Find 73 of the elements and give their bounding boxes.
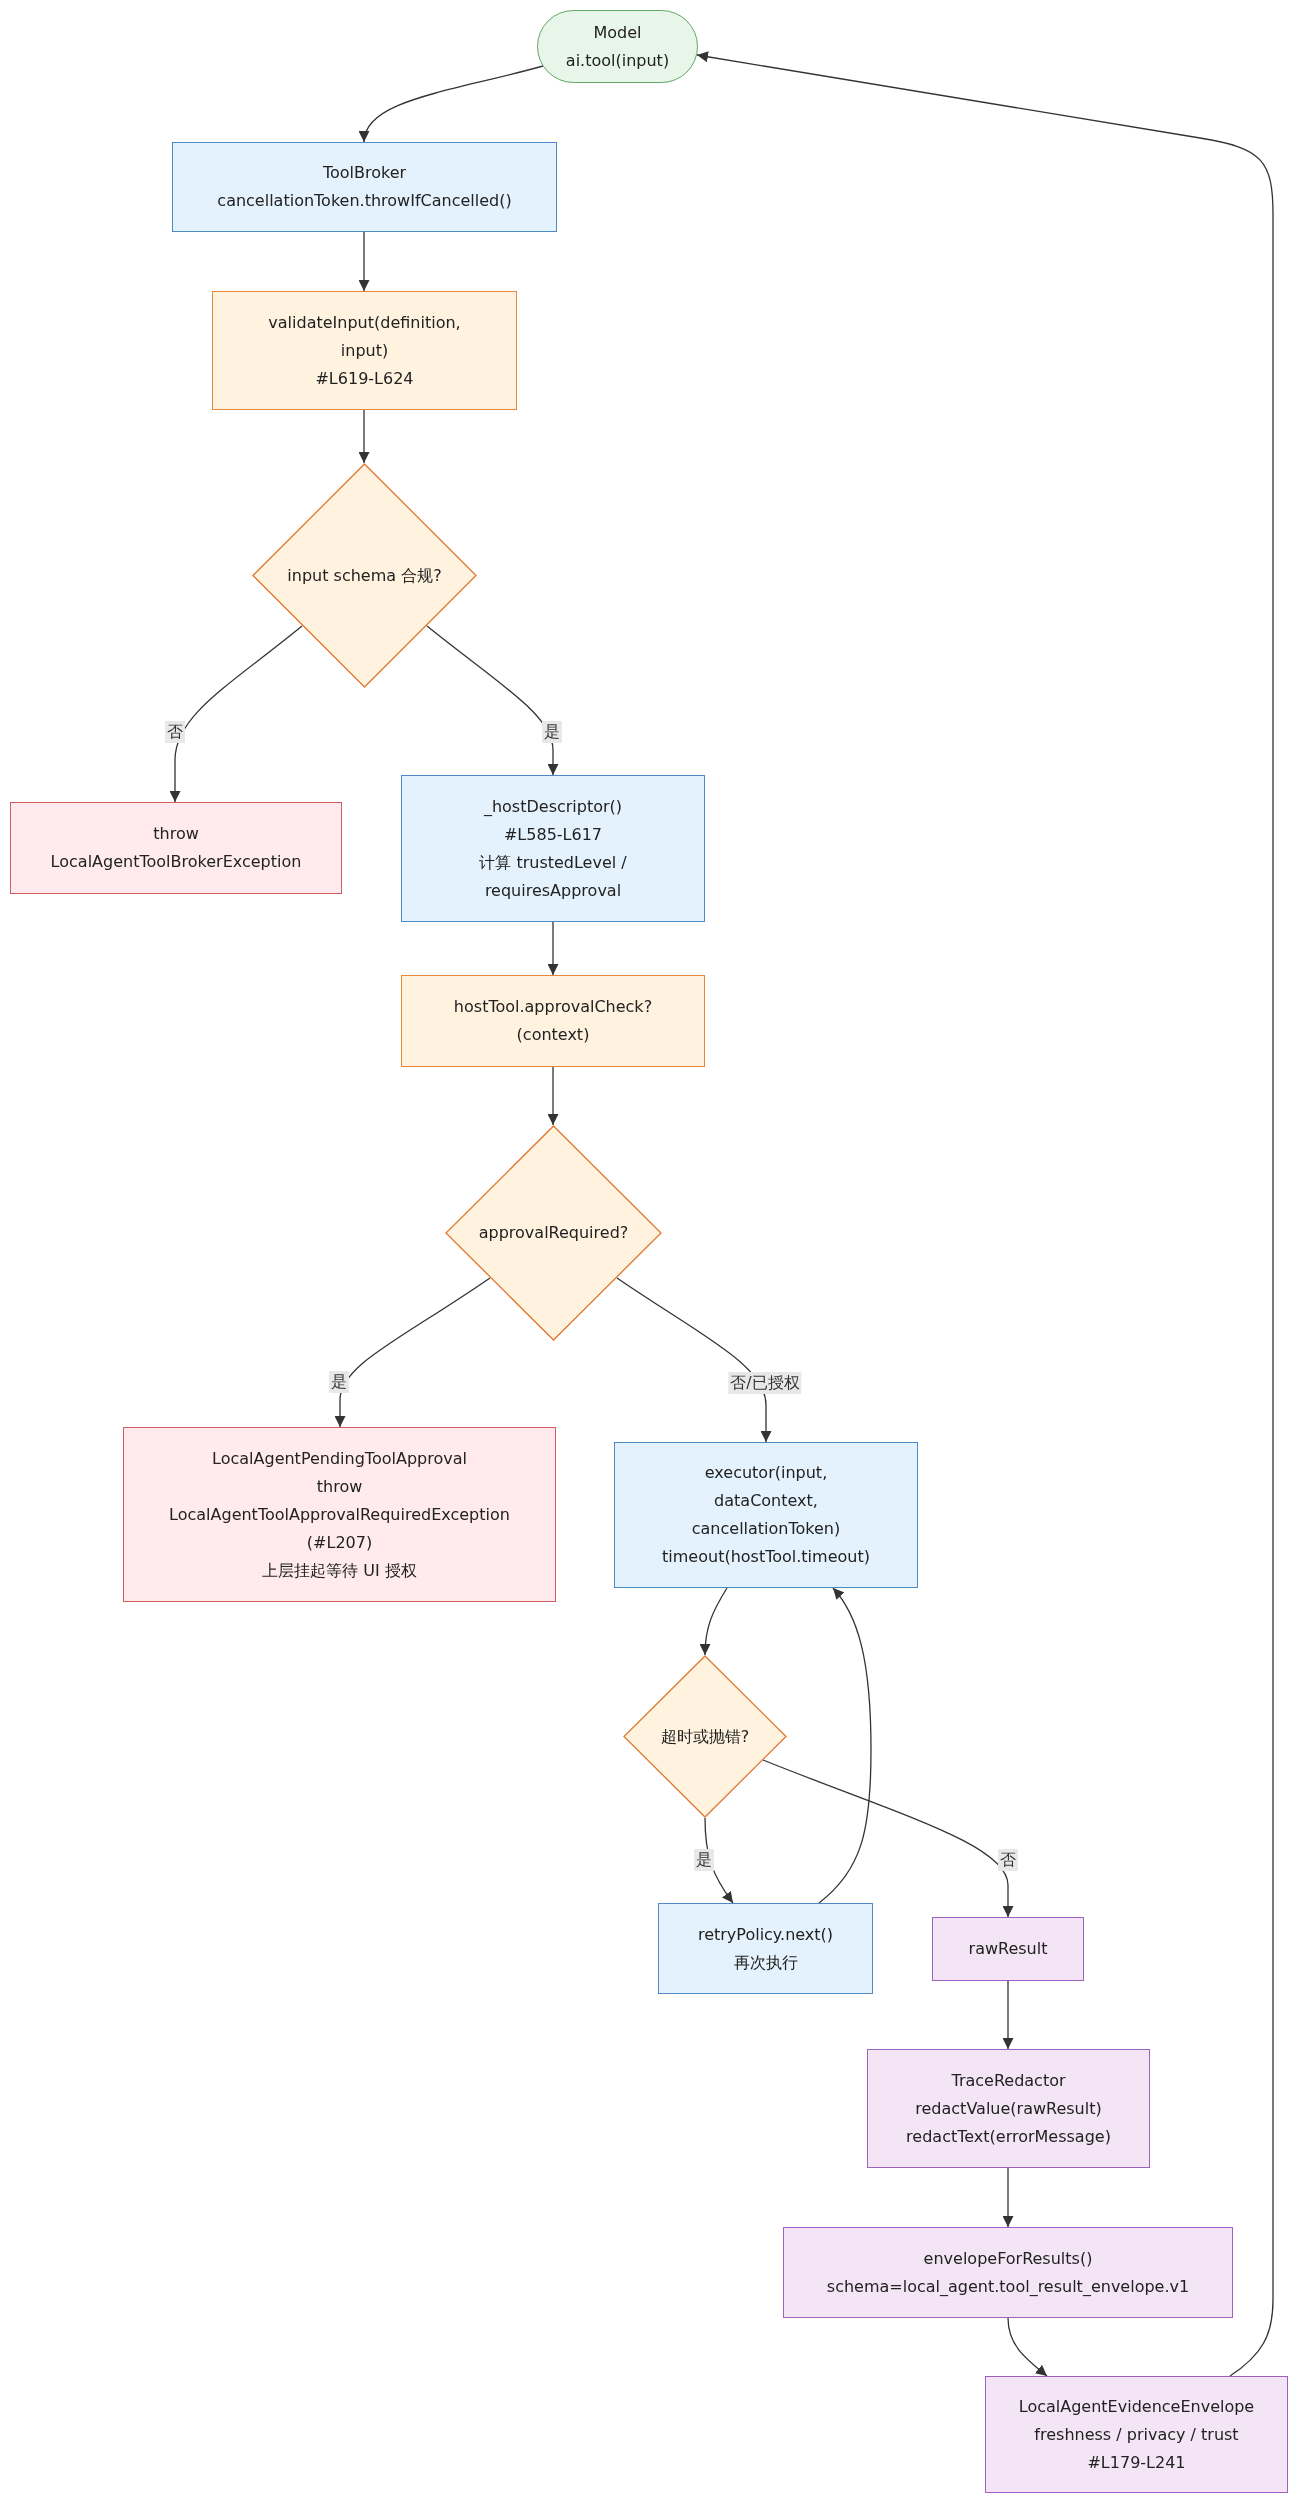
arrow [696, 51, 1274, 2377]
step-text: schema=local_agent.tool_result_envelope.v1 [826, 2276, 1190, 2296]
step-text: 再次执行 [733, 1952, 798, 1972]
step-text: (context) [516, 1025, 590, 1044]
step-text: retryPolicy.next() [697, 1924, 834, 1944]
step-text: 计算 trustedLevel / requiresApproval [479, 852, 627, 900]
step-text: envelopeForResults() [923, 2248, 1093, 2268]
error-box [123, 1427, 556, 1602]
edge-label: 是 [694, 1849, 714, 1871]
decision-diamond [623, 1655, 787, 1818]
process-box [932, 1917, 1084, 1981]
step-text: rawResult [968, 1939, 1048, 1958]
arrow [426, 625, 559, 776]
arrow [1007, 2317, 1048, 2377]
step-text: ai.tool(input) [565, 50, 670, 70]
process-box [614, 1442, 918, 1588]
step-text: cancellationToken.throwIfCancelled() [217, 191, 512, 210]
process-box [658, 1903, 873, 1994]
step-text: throw [316, 1476, 363, 1496]
arrow [358, 409, 370, 464]
step-text: LocalAgentEvidenceEnvelope [1018, 2396, 1255, 2416]
step-text: _hostDescriptor() [483, 796, 623, 816]
step-text: #L619-L624 [315, 368, 414, 388]
step-text: LocalAgentToolBrokerException [50, 852, 302, 871]
process-box [867, 2049, 1150, 2168]
edge-label: 否 [998, 1849, 1018, 1871]
arrow [1002, 1980, 1014, 2050]
arrow [699, 1587, 728, 1656]
arrow [616, 1277, 772, 1443]
edge-label: 是 [542, 721, 562, 743]
start-terminal [537, 10, 698, 83]
step-text: 超时或抛错? [660, 1726, 750, 1746]
step-text: LocalAgentPendingToolApproval [212, 1448, 467, 1468]
process-box [985, 2376, 1288, 2493]
step-text: input schema 合规? [287, 565, 442, 585]
edge-label: 否 [165, 721, 185, 743]
step-text: (#L207) [306, 1532, 373, 1552]
step-text: approvalRequired? [478, 1223, 629, 1242]
arrow [334, 1277, 491, 1428]
step-text: executor(input, dataContext, cancellationToken) [691, 1463, 841, 1538]
arrow [360, 65, 544, 143]
step-text: timeout(hostTool.timeout) [662, 1547, 870, 1566]
step-text: hostTool.approvalCheck? [453, 997, 653, 1016]
arrow [169, 625, 303, 803]
arrow [358, 231, 370, 292]
arrow [1002, 2167, 1014, 2228]
decision-diamond [252, 463, 477, 688]
step-text: LocalAgentToolApprovalRequiredException [169, 1504, 510, 1524]
arrow [547, 921, 559, 976]
process-box [783, 2227, 1233, 2318]
step-text: #L179-L241 [1087, 2452, 1186, 2472]
step-text: throw [153, 824, 199, 843]
step-text: #L585-L617 [503, 824, 603, 844]
step-text: ToolBroker [322, 163, 407, 182]
step-text: TraceRedactor [951, 2070, 1066, 2090]
process-box [172, 142, 557, 232]
process-box [401, 775, 705, 922]
error-box [10, 802, 342, 894]
decision-diamond [445, 1125, 662, 1341]
arrow [762, 1759, 1014, 1918]
edge-label: 否/已授权 [728, 1372, 802, 1394]
step-text: redactText(errorMessage) [906, 2126, 1111, 2146]
edge-label: 是 [329, 1371, 349, 1393]
process-box [212, 291, 517, 410]
arrow [704, 1817, 734, 1904]
arrow [547, 1066, 559, 1126]
step-text: 上层挂起等待 UI 授权 [262, 1560, 417, 1580]
step-text: validateInput(definition, input) [268, 312, 461, 360]
process-box [401, 975, 705, 1067]
step-text: Model [593, 22, 642, 42]
step-text: freshness / privacy / trust [1034, 2424, 1239, 2444]
step-text: redactValue(rawResult) [915, 2098, 1102, 2118]
arrow [818, 1587, 872, 1904]
